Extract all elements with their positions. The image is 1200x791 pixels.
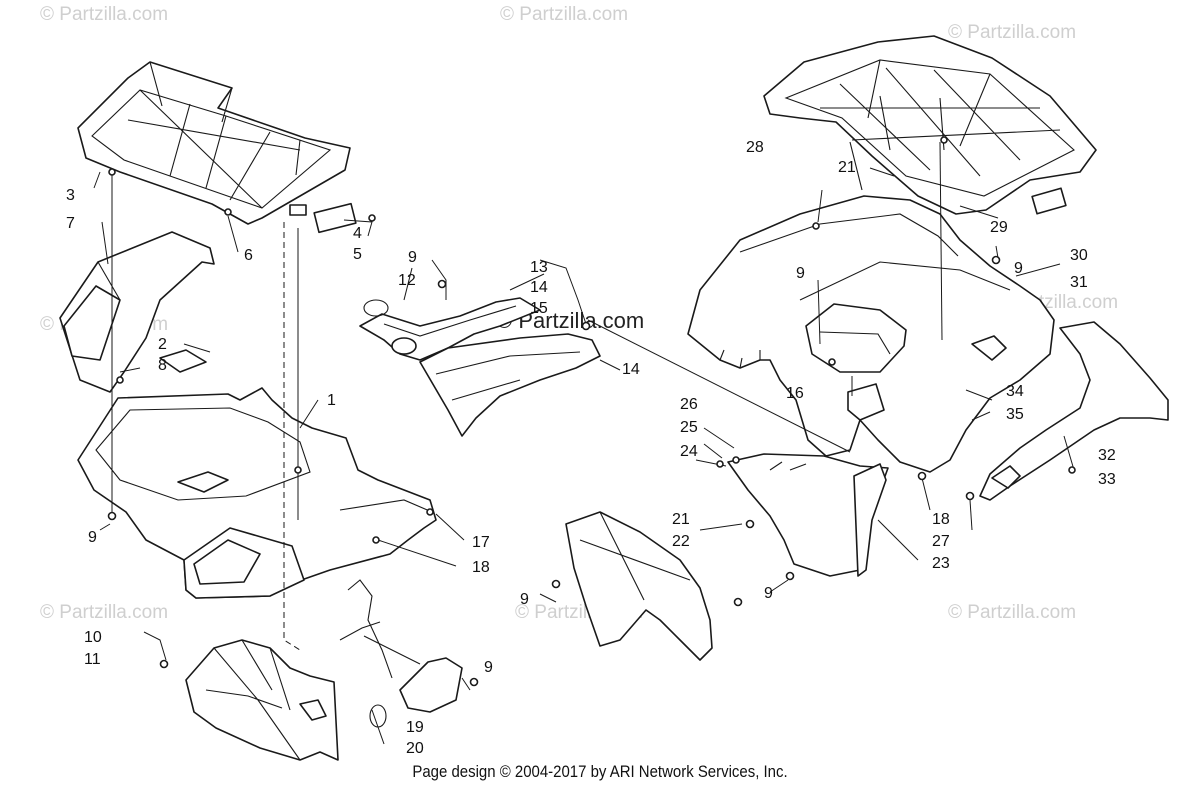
callout-5: 5 xyxy=(353,246,362,263)
callout-8: 8 xyxy=(158,357,167,374)
callout-23: 23 xyxy=(932,555,950,572)
callout-26: 26 xyxy=(680,396,698,413)
front-fender-insert xyxy=(59,231,215,393)
callout-6: 6 xyxy=(244,247,253,264)
callout-19: 19 xyxy=(406,719,424,736)
watermark: © Partzilla.com xyxy=(40,602,168,623)
callout-9: 9 xyxy=(764,585,773,602)
leader-lines xyxy=(93,141,1075,745)
callout-34: 34 xyxy=(1006,383,1024,400)
callout-9: 9 xyxy=(796,265,805,282)
front-frame-bracket xyxy=(185,639,339,761)
page-footer-credit: Page design © 2004-2017 by ARI Network S… xyxy=(412,762,788,781)
callout-7: 7 xyxy=(66,215,75,232)
callout-13: 13 xyxy=(530,259,548,276)
watermark: © Partzilla.com xyxy=(500,4,628,25)
bracket-19 xyxy=(339,579,463,728)
callout-35: 35 xyxy=(1006,406,1024,423)
callout-labels: 1 2 3 4 5 6 7 8 9 9 9 9 9 9 9 10 11 12 1… xyxy=(66,139,1116,757)
callout-21: 21 xyxy=(672,511,690,528)
watermark: © Partzilla.com xyxy=(948,602,1076,623)
callout-9: 9 xyxy=(1014,260,1023,277)
callout-9: 9 xyxy=(484,659,493,676)
callout-9: 9 xyxy=(520,591,529,608)
callout-18: 18 xyxy=(932,511,950,528)
side-panel-upper xyxy=(359,297,541,361)
callout-22: 22 xyxy=(672,533,690,550)
callout-24: 24 xyxy=(680,443,698,460)
rear-fender-body xyxy=(687,195,1055,473)
callout-31: 31 xyxy=(1070,274,1088,291)
callout-14: 14 xyxy=(530,279,548,296)
plate-2 xyxy=(159,349,207,373)
front-rack-illustration xyxy=(77,61,357,234)
callout-4: 4 xyxy=(353,225,362,242)
rear-fender-extension xyxy=(979,321,1169,501)
callout-17: 17 xyxy=(472,534,490,551)
watermark: © Partzilla.com xyxy=(40,4,168,25)
callout-33: 33 xyxy=(1098,471,1116,488)
watermark: © Partzilla.com xyxy=(948,22,1076,43)
splash-panel-22 xyxy=(565,511,713,661)
callout-12: 12 xyxy=(398,272,416,289)
callout-10: 10 xyxy=(84,629,102,646)
callout-29: 29 xyxy=(990,219,1008,236)
callout-9: 9 xyxy=(408,249,417,266)
callout-28: 28 xyxy=(746,139,764,156)
callout-15: 15 xyxy=(530,300,548,317)
callout-25: 25 xyxy=(680,419,698,436)
callout-2: 2 xyxy=(158,336,167,353)
callout-1: 1 xyxy=(327,392,336,409)
callout-21: 21 xyxy=(838,159,856,176)
callout-20: 20 xyxy=(406,740,424,757)
callout-32: 32 xyxy=(1098,447,1116,464)
rear-rack-illustration xyxy=(763,35,1097,215)
callout-9: 9 xyxy=(88,529,97,546)
callout-11: 11 xyxy=(84,651,101,668)
callout-14: 14 xyxy=(622,361,640,378)
splash-panel-23 xyxy=(727,453,889,577)
callout-27: 27 xyxy=(932,533,950,550)
side-panel-lower xyxy=(419,333,601,437)
callout-16: 16 xyxy=(786,385,804,402)
callout-18: 18 xyxy=(472,559,490,576)
callout-30: 30 xyxy=(1070,247,1088,264)
front-fender-body xyxy=(77,387,437,599)
callout-3: 3 xyxy=(66,187,75,204)
fastener-markers xyxy=(107,136,1076,687)
